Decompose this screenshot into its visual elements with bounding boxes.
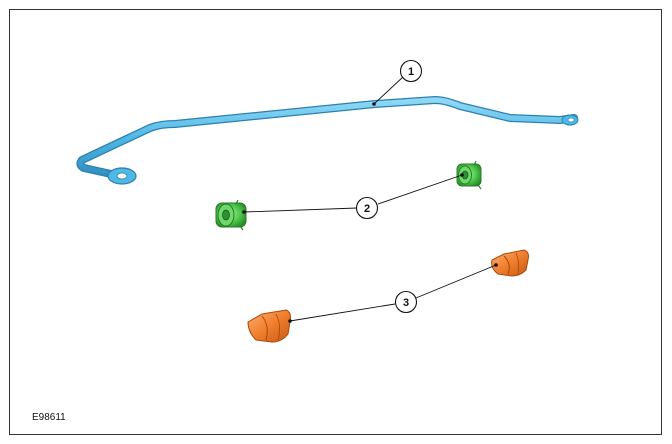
- callout-3: 3: [288, 263, 498, 323]
- clamp-left: [247, 309, 291, 343]
- bushing-right: [456, 160, 482, 190]
- callout-3-label: 3: [403, 297, 409, 309]
- figure-id: E98611: [32, 412, 66, 423]
- stabilizer-bar: [76, 96, 579, 185]
- bushing-left: [215, 199, 247, 231]
- callout-1-label: 1: [408, 66, 414, 78]
- callout-2-label: 2: [364, 203, 370, 215]
- diagram-frame: [9, 9, 662, 435]
- callout-1: 1: [372, 59, 423, 106]
- clamp-right: [491, 249, 529, 277]
- callout-2: 2: [242, 173, 464, 220]
